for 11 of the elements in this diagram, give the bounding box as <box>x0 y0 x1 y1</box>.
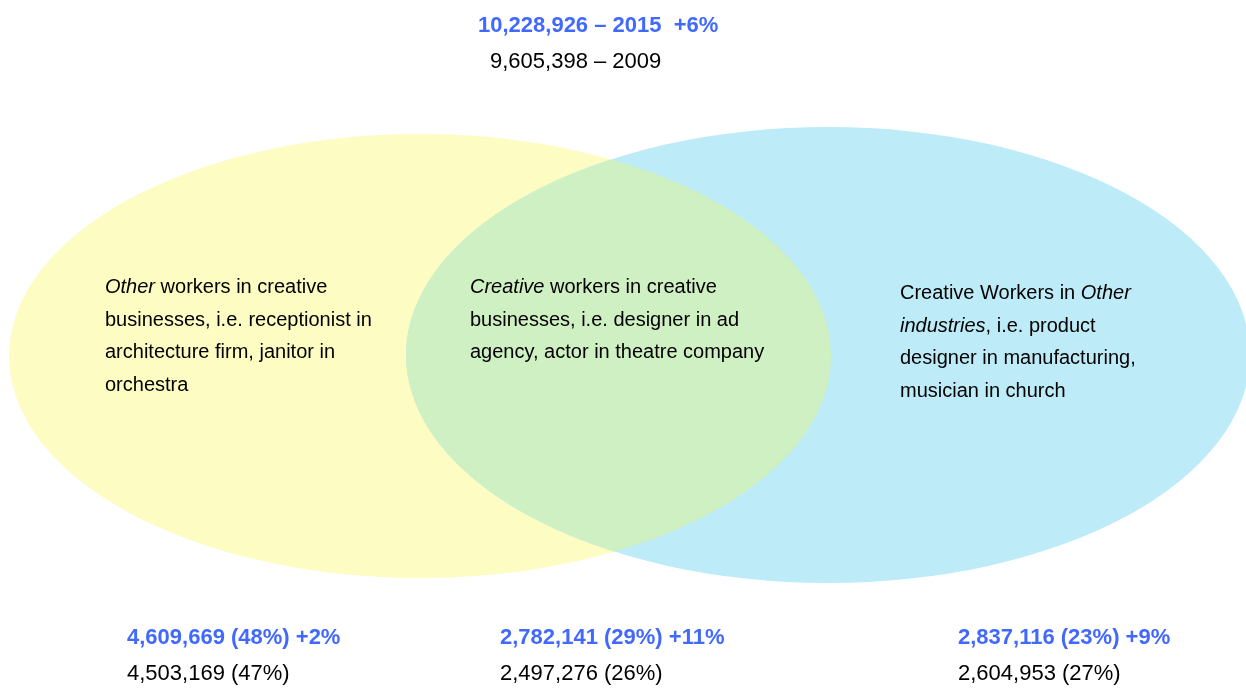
count-label: 2,497,276 (26%) <box>500 660 663 686</box>
venn-label: Creative workers in creative businesses, i.e. designer in ad agency, actor in theatre company <box>470 274 766 364</box>
count-label: 9,605,398 – 2009 <box>490 48 662 74</box>
highlighted-count: 10,228,926 – 2015 +6% <box>478 12 719 38</box>
highlighted-count: 2,782,141 (29%) +11% <box>500 624 725 650</box>
count-label: 2,604,953 (27%) <box>958 660 1121 686</box>
count-label: 4,503,169 (47%) <box>127 660 290 686</box>
highlighted-count: 2,837,116 (23%) +9% <box>958 624 1171 650</box>
venn-label: Creative Workers in Other industries, i.e. product designer in manufacturing, musician in church <box>900 280 1137 403</box>
venn-label: Other workers in creative businesses, i.e. receptionist in architecture firm, janitor in orchestra <box>105 274 373 397</box>
highlighted-count: 4,609,669 (48%) +2% <box>127 624 341 650</box>
